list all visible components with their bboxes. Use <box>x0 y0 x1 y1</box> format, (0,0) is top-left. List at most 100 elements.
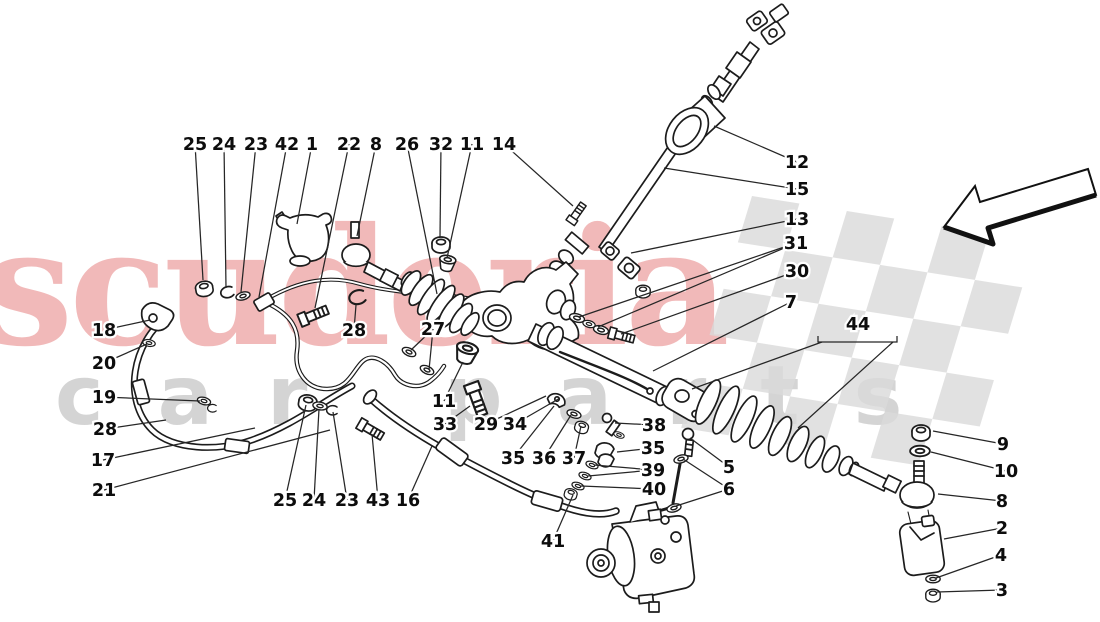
part-label-18: 18 <box>92 321 116 341</box>
bellows-left <box>400 270 480 337</box>
leader-line <box>407 445 433 501</box>
part-label-41: 41 <box>541 532 565 552</box>
tie-rod-end-right <box>848 424 946 603</box>
part-label-39: 39 <box>641 461 665 481</box>
pipe-clamp <box>140 302 175 332</box>
part-label-1: 1 <box>306 135 318 155</box>
leader-lines <box>102 125 1007 593</box>
leader-line <box>675 488 730 507</box>
watermark-brand-text: scuderia <box>0 193 727 383</box>
universal-joint <box>600 241 651 299</box>
part-label-26: 26 <box>395 135 419 155</box>
part-label-40: 40 <box>642 480 666 500</box>
part-label-27: 27 <box>421 320 445 340</box>
part-label-8: 8 <box>370 135 382 155</box>
leader-line <box>691 341 823 390</box>
part-label-37: 37 <box>562 449 586 469</box>
washer-icon <box>665 501 683 515</box>
leader-line <box>444 405 471 425</box>
leader-line <box>930 451 1007 472</box>
flag-cell <box>832 211 895 265</box>
part-label-14: 14 <box>492 135 516 155</box>
part-label-19: 19 <box>92 388 116 408</box>
ball-pin <box>601 412 626 441</box>
part-label-38: 38 <box>642 416 666 436</box>
part-label-15: 15 <box>785 180 809 200</box>
leader-line <box>104 419 167 430</box>
leader-line <box>512 405 555 459</box>
leader-line <box>356 143 377 237</box>
part-label-36: 36 <box>532 449 556 469</box>
part-label-35: 35 <box>501 449 525 469</box>
leader-line <box>616 447 654 453</box>
leader-line <box>630 218 798 254</box>
part-label-44: 44 <box>846 315 870 335</box>
leader-line <box>597 242 797 328</box>
part-label-3: 3 <box>996 581 1008 601</box>
leader-line <box>103 343 148 364</box>
leader-line <box>446 143 473 259</box>
brace <box>817 336 898 343</box>
part-label-28: 28 <box>342 321 366 341</box>
part-label-11: 11 <box>432 392 456 412</box>
leader-line <box>587 469 654 477</box>
bracket-part <box>275 211 333 267</box>
part-label-31: 31 <box>784 234 808 254</box>
part-label-25: 25 <box>273 491 297 511</box>
part-label-28: 28 <box>93 420 117 440</box>
part-label-21: 21 <box>92 481 116 501</box>
part-label-34: 34 <box>503 415 527 435</box>
part-label-35: 35 <box>641 439 665 459</box>
leader-line <box>614 422 655 426</box>
leader-line <box>552 494 574 542</box>
part-label-16: 16 <box>396 491 420 511</box>
leader-line <box>353 304 357 331</box>
leader-line <box>713 125 798 163</box>
part-label-24: 24 <box>212 135 236 155</box>
leader-line <box>284 404 307 501</box>
leader-line <box>663 167 798 190</box>
flag-cell <box>837 357 900 412</box>
flag-cell <box>960 279 1023 334</box>
leader-line <box>943 527 1003 540</box>
part-label-32: 32 <box>429 135 453 155</box>
leader-line <box>194 143 204 281</box>
part-label-43: 43 <box>366 491 390 511</box>
part-label-29: 29 <box>474 415 498 435</box>
leader-line <box>652 301 792 372</box>
nut-icon <box>911 424 931 442</box>
leader-line <box>937 493 1003 502</box>
flag-cell <box>709 288 772 343</box>
nut-icon <box>635 284 651 299</box>
mount-bracket <box>898 514 946 577</box>
leader-line <box>514 397 561 425</box>
leader-line <box>296 143 313 225</box>
leader-line <box>314 143 350 309</box>
washer-icon <box>925 574 941 584</box>
leader-line <box>428 328 434 371</box>
leader-line <box>240 143 257 293</box>
part-label-4: 4 <box>995 546 1007 566</box>
part-label-33: 33 <box>433 415 457 435</box>
steering-column <box>540 3 790 299</box>
flag-cell <box>804 303 866 358</box>
part-label-10: 10 <box>994 462 1018 482</box>
banjo-bolt <box>681 427 695 458</box>
power-steering-pump <box>586 501 696 613</box>
leader-line <box>406 143 438 295</box>
part-label-17: 17 <box>91 451 115 471</box>
leader-line <box>543 414 572 459</box>
part-label-30: 30 <box>785 262 809 282</box>
leader-line <box>223 143 227 289</box>
leader-line <box>689 437 730 468</box>
leader-line <box>258 143 288 298</box>
part-label-42: 42 <box>275 135 299 155</box>
leader-line <box>103 429 331 491</box>
nut-icon <box>925 588 941 603</box>
leader-line <box>593 464 654 471</box>
checkered-flag-icon <box>681 196 1023 466</box>
part-label-22: 22 <box>337 135 361 155</box>
leader-line <box>578 242 797 318</box>
